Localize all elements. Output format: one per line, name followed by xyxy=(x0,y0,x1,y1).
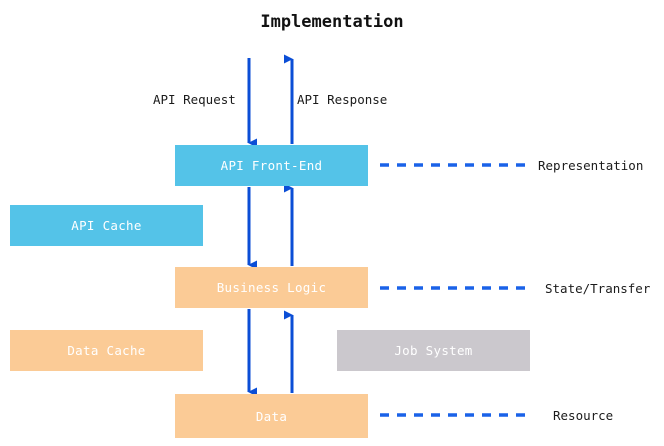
side-label-state-transfer: State/Transfer xyxy=(545,281,651,296)
node-api-cache-label: API Cache xyxy=(71,218,142,233)
node-api-front-end-label: API Front-End xyxy=(220,158,323,173)
page-title: Implementation xyxy=(260,12,404,32)
node-job-system[interactable]: Job System xyxy=(337,330,530,371)
node-data-cache-label: Data Cache xyxy=(67,343,146,358)
node-business-logic[interactable]: Business Logic xyxy=(175,267,368,308)
edge-label-api-response: API Response xyxy=(297,92,388,107)
node-data-label: Data xyxy=(255,408,288,424)
node-job-system-label: Job System xyxy=(394,343,473,358)
edge-label-api-request: API Request xyxy=(153,92,236,107)
side-label-resource: Resource xyxy=(553,408,614,423)
node-data[interactable]: Data xyxy=(175,394,368,438)
side-label-representation: Representation xyxy=(538,158,644,173)
node-business-logic-label: Business Logic xyxy=(216,280,327,295)
node-api-cache[interactable]: API Cache xyxy=(10,205,203,246)
node-data-cache[interactable]: Data Cache xyxy=(10,330,203,371)
node-api-front-end[interactable]: API Front-End xyxy=(175,145,368,186)
